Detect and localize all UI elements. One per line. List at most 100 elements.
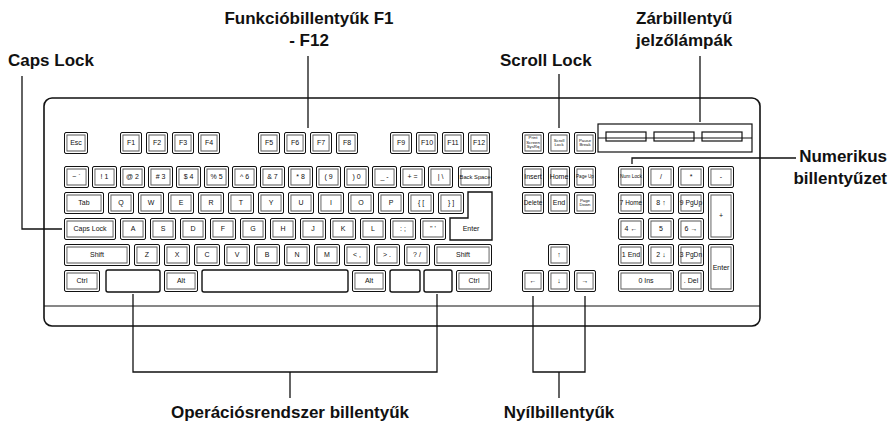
keyboard-key: 6 → bbox=[678, 218, 704, 240]
key-label: ~ ` bbox=[72, 173, 80, 180]
key-label: A bbox=[131, 225, 136, 232]
keyboard-key: O bbox=[348, 192, 374, 214]
key-label: G bbox=[250, 225, 255, 232]
keyboard-key: Ctrl bbox=[64, 270, 100, 292]
key-label: @ 2 bbox=[126, 173, 139, 180]
key-label: F2 bbox=[153, 139, 161, 146]
key-label: ↑ bbox=[557, 251, 561, 258]
key-label: F12 bbox=[473, 139, 485, 146]
keyboard-key: * bbox=[678, 166, 704, 188]
keyboard-key: ↓ bbox=[548, 270, 570, 292]
key-label: F11 bbox=[447, 139, 459, 146]
keyboard-key: 1 End bbox=[618, 244, 644, 266]
housing-edge bbox=[44, 305, 760, 306]
key-label: | \ bbox=[438, 173, 444, 180]
keyboard-key: F11 bbox=[442, 132, 464, 154]
key-label: . Del bbox=[684, 277, 698, 284]
key-label: Z bbox=[145, 251, 149, 258]
keyboard-key: F12 bbox=[468, 132, 490, 154]
key-label: " ' bbox=[430, 225, 436, 232]
key-label: F10 bbox=[421, 139, 433, 146]
keyboard-key: Caps Lock bbox=[64, 218, 116, 240]
keyboard-key: F bbox=[210, 218, 236, 240]
keyboard-key: I bbox=[318, 192, 344, 214]
keyboard-key: → bbox=[574, 270, 596, 292]
keyboard-key: A bbox=[120, 218, 146, 240]
keyboard-key: ! 1 bbox=[92, 166, 117, 188]
keyboard-key: % 5 bbox=[204, 166, 229, 188]
keyboard-key: Scroll Lock bbox=[548, 132, 570, 154]
keyboard-key: End bbox=[548, 192, 570, 214]
key-label: I bbox=[330, 199, 332, 206]
callout-label: Nyílbillentyűk bbox=[484, 402, 634, 424]
keyboard-key: F5 bbox=[258, 132, 280, 154]
key-label: Pause Break bbox=[575, 139, 595, 148]
key-label: V bbox=[235, 251, 240, 258]
keyboard-key: Pause Break bbox=[574, 132, 596, 154]
keyboard-key: { [ bbox=[408, 192, 434, 214]
keyboard-key: T bbox=[228, 192, 254, 214]
key-label: K bbox=[341, 225, 346, 232]
key-label: 7 Home bbox=[620, 200, 642, 207]
key-label: C bbox=[204, 251, 209, 258]
keyboard-key: : ; bbox=[390, 218, 416, 240]
keyboard-key: " ' bbox=[420, 218, 446, 240]
keyboard-key: Shift bbox=[64, 244, 130, 266]
keyboard-key: 5 bbox=[648, 218, 674, 240]
key-label: > . bbox=[383, 251, 391, 258]
keyboard-key: ~ ` bbox=[64, 166, 89, 188]
keyboard-key: F7 bbox=[310, 132, 332, 154]
keyboard-key: & 7 bbox=[260, 166, 285, 188]
keyboard-key: Enter bbox=[450, 218, 492, 240]
keyboard-key: 0 Ins bbox=[618, 270, 674, 292]
callout-label: Caps Lock bbox=[8, 50, 108, 72]
keyboard-key: } ] bbox=[438, 192, 464, 214]
key-label: Shift bbox=[90, 251, 104, 258]
keyboard-key: Q bbox=[108, 192, 134, 214]
key-label: Enter bbox=[713, 264, 730, 271]
keyboard-key: | \ bbox=[428, 166, 453, 188]
key-label: Home bbox=[550, 173, 569, 180]
key-label: 9 PgUp bbox=[680, 199, 702, 206]
key-label: & 7 bbox=[267, 173, 278, 180]
key-label: Tab bbox=[78, 199, 89, 206]
key-label: ! 1 bbox=[101, 173, 109, 180]
keyboard-key: ^ 6 bbox=[232, 166, 257, 188]
keyboard-key: * 8 bbox=[288, 166, 313, 188]
key-label: Num Lock bbox=[620, 174, 642, 179]
callout-label: Scroll Lock bbox=[500, 50, 610, 72]
key-label: D bbox=[190, 225, 195, 232]
key-label: _ - bbox=[380, 173, 388, 180]
key-label: F4 bbox=[205, 139, 213, 146]
key-label: N bbox=[294, 251, 299, 258]
key-label: F6 bbox=[291, 139, 299, 146]
key-label: ? / bbox=[413, 251, 421, 258]
key-label: F7 bbox=[317, 139, 325, 146]
key-label: 3 PgDn bbox=[680, 251, 702, 258]
key-label: : ; bbox=[400, 225, 406, 232]
key-label: ( 9 bbox=[324, 173, 332, 180]
key-label: F bbox=[221, 225, 225, 232]
keyboard-key: ← bbox=[522, 270, 544, 292]
keyboard-key: ↑ bbox=[548, 244, 570, 266]
key-label: → bbox=[582, 277, 589, 284]
keyboard-key: J bbox=[300, 218, 326, 240]
keyboard-key: 8 ↑ bbox=[648, 192, 674, 214]
leader-lines bbox=[22, 56, 796, 398]
keyboard-key: F10 bbox=[416, 132, 438, 154]
key-label: Q bbox=[118, 199, 123, 206]
key-label: 8 ↑ bbox=[656, 199, 665, 206]
key-label: Y bbox=[269, 199, 274, 206]
keyboard-key: X bbox=[164, 244, 190, 266]
key-label: L bbox=[371, 225, 375, 232]
key-label: Ctrl bbox=[77, 277, 88, 284]
key-label: < , bbox=[353, 251, 361, 258]
key-label: ) 0 bbox=[352, 173, 360, 180]
keyboard-key: Alt bbox=[352, 270, 386, 292]
key-label: Esc bbox=[70, 139, 82, 146]
keyboard-key: + = bbox=[400, 166, 425, 188]
keyboard-key: Insert bbox=[522, 166, 544, 188]
keyboard-key: Y bbox=[258, 192, 284, 214]
keyboard-key: Ctrl bbox=[456, 270, 492, 292]
key-label: Alt bbox=[177, 277, 185, 284]
